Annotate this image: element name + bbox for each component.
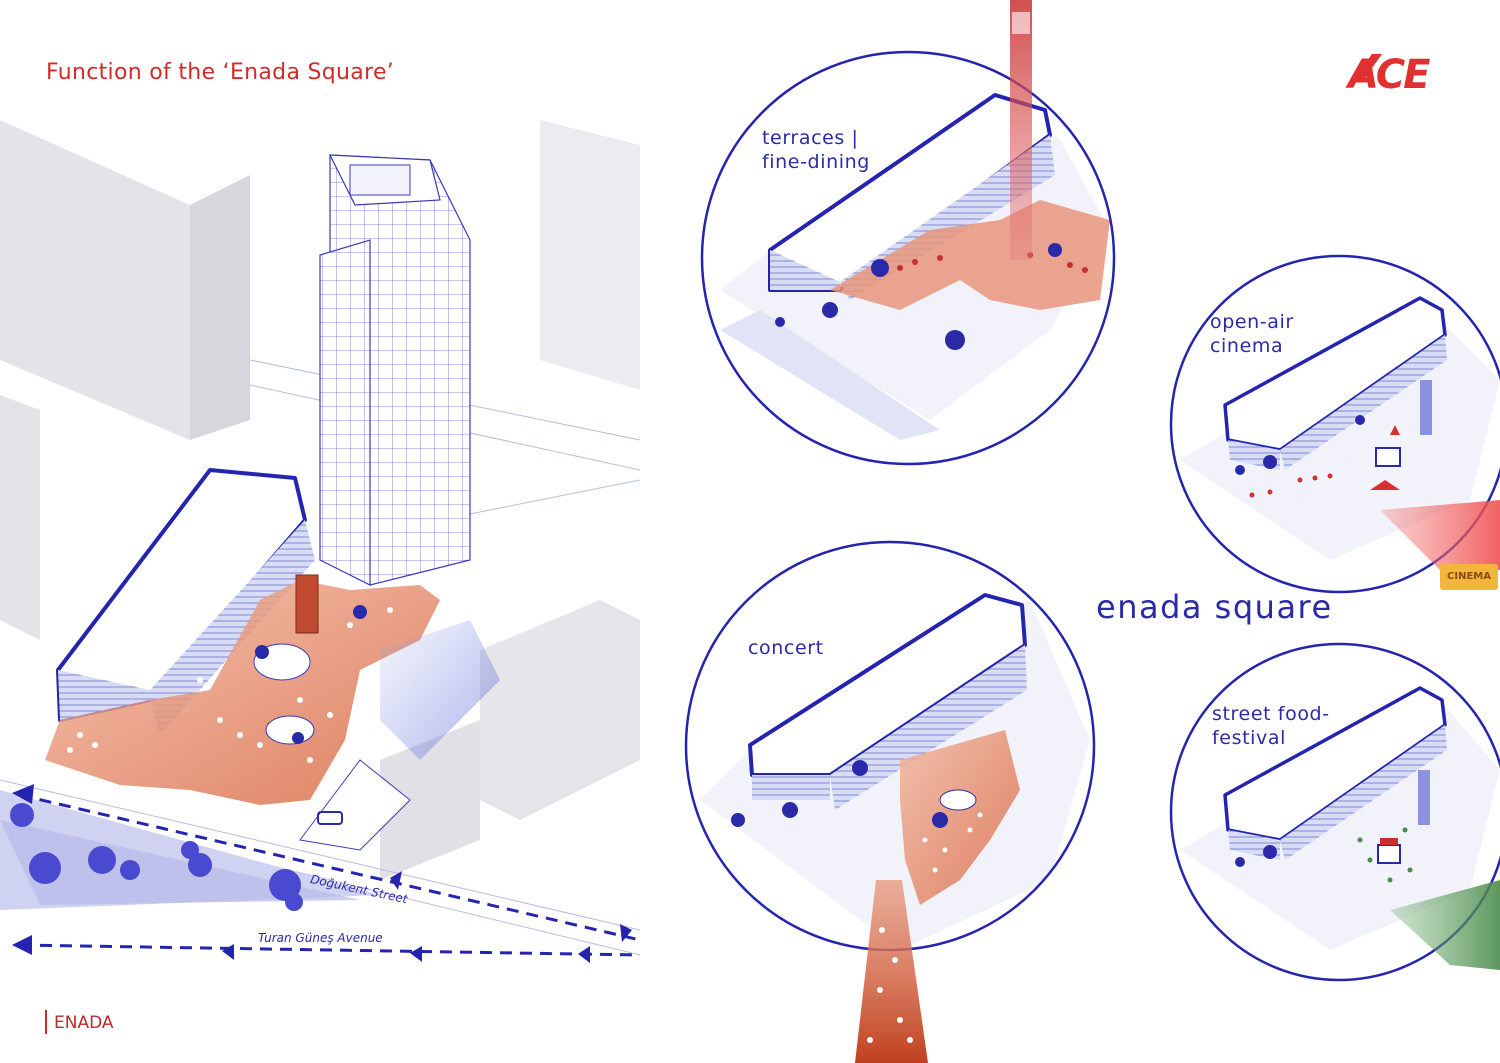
panel-label-street-food: street food- festival — [1212, 702, 1330, 750]
concert-beam — [855, 880, 928, 1063]
spotlight-beam-red — [1010, 0, 1032, 260]
plaza — [45, 574, 440, 805]
label-line: cinema — [1210, 335, 1284, 357]
label-line: festival — [1212, 727, 1286, 749]
panel-terraces — [700, 0, 1116, 466]
street-label-turan-gunes: Turan Güneş Avenue — [258, 931, 383, 945]
project-name: enada square — [1096, 588, 1333, 626]
cinema-projection-cone — [1380, 500, 1500, 570]
label-line: fine-dining — [762, 151, 870, 173]
panel-concert — [684, 540, 1096, 1063]
label-line: open-air — [1210, 311, 1294, 333]
page-title: Function of the ‘Enada Square’ — [46, 60, 395, 85]
label-line: terraces | — [762, 127, 859, 149]
traffic-arrows — [19, 793, 641, 957]
footer-divider — [45, 1010, 47, 1034]
ace-logo: ACE — [1348, 52, 1430, 98]
panel-street-food — [1169, 642, 1500, 982]
food-projection-cone — [1390, 880, 1500, 970]
cinema-ticket-icon: CINEMA — [1440, 564, 1498, 590]
label-line: street food- — [1212, 703, 1330, 725]
tower — [319, 154, 471, 586]
panel-cinema — [1169, 254, 1500, 594]
panel-label-concert: concert — [748, 636, 824, 660]
panel-label-cinema: open-air cinema — [1210, 310, 1294, 358]
panel-label-terraces: terraces | fine-dining — [762, 126, 870, 174]
footer-label: ENADA — [54, 1013, 114, 1033]
main-axonometric — [0, 120, 641, 963]
label-line: concert — [748, 637, 824, 659]
ace-logo-mark — [1352, 54, 1382, 82]
